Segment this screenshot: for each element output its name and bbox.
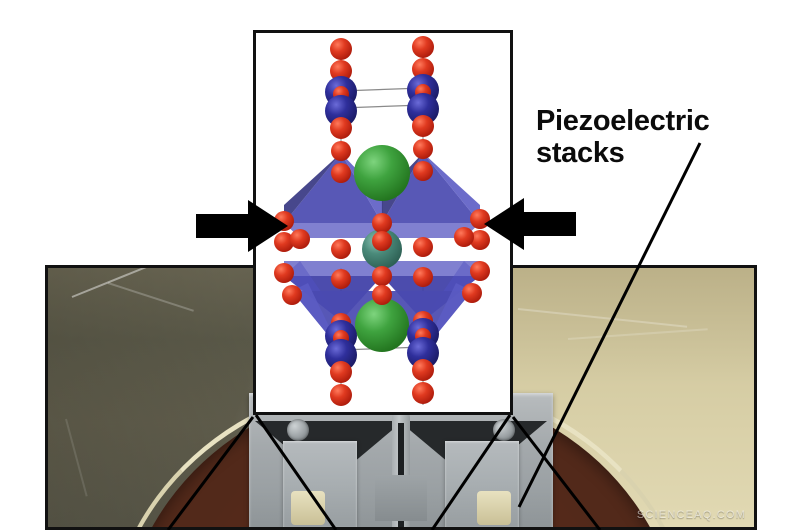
compression-arrow-right (484, 198, 576, 250)
atom-chain-lower-right (407, 311, 439, 404)
oxygen-atom (412, 115, 434, 137)
oxygen-atom (413, 139, 433, 159)
metal-atom (325, 339, 357, 371)
callout-line-1: Piezoelectric (536, 105, 710, 137)
oxygen-atom-apex (413, 161, 433, 181)
oxygen-atom (330, 384, 352, 406)
callout-piezoelectric-stacks: Piezoelectric stacks (536, 105, 776, 170)
anvil-bolt-right (493, 419, 515, 441)
oxygen-atom (412, 58, 434, 80)
metal-atom (407, 93, 439, 125)
a-site-cation-upper (354, 145, 410, 201)
metal-atom (407, 337, 439, 369)
piezoelectric-stack-right (445, 441, 519, 527)
atom-chain-lower-left (325, 313, 357, 406)
atom-chain-upper-left (325, 38, 357, 161)
polyhedron-upper-right (382, 153, 480, 238)
oxygen-atom (412, 359, 434, 381)
crystal-structure-inset (253, 30, 513, 415)
oxygen-atom (412, 36, 434, 58)
atom-chain-upper-right (407, 36, 439, 159)
piezoelectric-stack-left (283, 441, 357, 527)
crystal-structure-diagram (256, 33, 510, 412)
oxygen-atom (331, 141, 351, 161)
oxygen-basal-lower (274, 261, 490, 305)
oxygen-atom-apex (331, 163, 351, 183)
ceramic-element (477, 491, 511, 525)
anvil-bolt-left (287, 419, 309, 441)
sample-holder-pad (375, 475, 427, 521)
metal-atom (325, 95, 357, 127)
ceramic-element (291, 491, 325, 525)
oxygen-basal-upper (274, 209, 490, 259)
oxygen-atom (330, 117, 352, 139)
oxygen-atom (330, 361, 352, 383)
oxygen-atom (330, 60, 352, 82)
compression-arrow-left (196, 200, 288, 252)
a-site-cation-lower (355, 298, 409, 352)
oxygen-atom (412, 382, 434, 404)
oxygen-atom (330, 38, 352, 60)
callout-line-2: stacks (536, 137, 625, 170)
watermark-text: SCIENCEAQ.COM (636, 509, 746, 521)
